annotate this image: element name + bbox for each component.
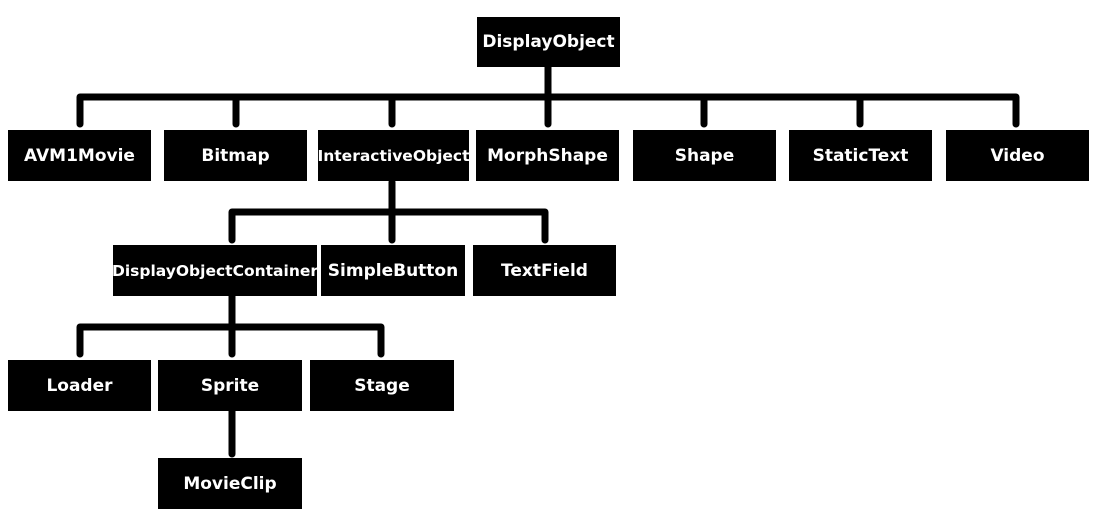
node-morphshape: MorphShape [476, 130, 619, 181]
node-interactiveobject: InteractiveObject [317, 130, 470, 181]
node-textfield: TextField [473, 245, 616, 296]
node-displayobjectcontainer: DisplayObjectContainer [112, 245, 318, 296]
node-avm1movie: AVM1Movie [8, 130, 151, 181]
node-loader: Loader [8, 360, 151, 411]
node-statictext: StaticText [789, 130, 932, 181]
node-bitmap: Bitmap [164, 130, 307, 181]
node-stage: Stage [310, 360, 454, 411]
node-video: Video [946, 130, 1089, 181]
node-displayobject: DisplayObject [477, 17, 620, 67]
node-sprite: Sprite [158, 360, 302, 411]
node-simplebutton: SimpleButton [321, 245, 465, 296]
node-movieclip: MovieClip [158, 458, 302, 509]
node-shape: Shape [633, 130, 776, 181]
